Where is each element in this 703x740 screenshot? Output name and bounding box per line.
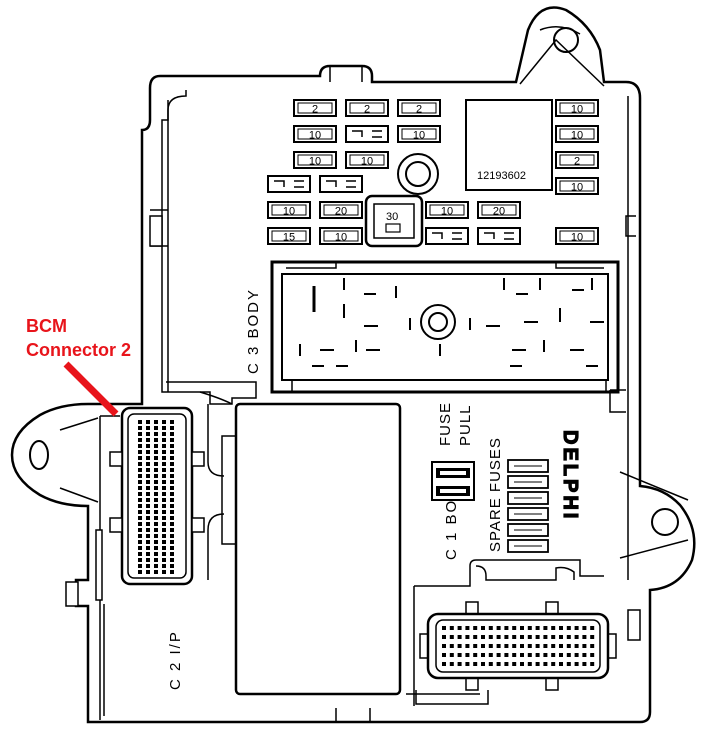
fuse-slot-empty-r4b — [319, 175, 363, 193]
fuse-r3-1-label: 10 — [361, 156, 373, 168]
fuse-slot-empty-r6a — [425, 227, 469, 245]
fuse-r5-1: 20 — [319, 201, 363, 219]
c1-body-connector — [413, 559, 617, 706]
fuse-r6-0-label: 15 — [283, 232, 295, 244]
callout-arrow — [63, 361, 119, 417]
fuse-r1-0: 2 — [293, 99, 337, 117]
fuse-r6-2: 10 — [555, 227, 599, 245]
fuse-r6-0: 15 — [267, 227, 311, 245]
part-number-box: 12193602 — [465, 99, 553, 191]
fuse-right-1-label: 10 — [571, 130, 583, 142]
spare-fuses-label: SPARE FUSES — [487, 437, 504, 552]
fuse-right-2-label: 2 — [574, 156, 580, 168]
part-number-label: 12193602 — [477, 170, 526, 182]
callout-line-2: Connector 2 — [26, 340, 131, 360]
fuse-pull-label-2: PULL — [457, 404, 474, 446]
fuse-grid: 2 2 2 10 10 10 10 10 20 10 20 15 10 10 10 10 2 10 — [267, 99, 599, 245]
c3-body-connector — [270, 260, 620, 394]
fuse-r5-1-label: 20 — [335, 206, 347, 218]
fuse-box-housing — [10, 6, 696, 724]
c3-body-label: C 3 BODY — [245, 288, 262, 374]
callout-line-1: BCM — [26, 316, 67, 336]
fuse-r3-1: 10 — [345, 151, 389, 169]
bcm-callout: BCM Connector 2 — [26, 316, 131, 417]
fuse-right-1: 10 — [555, 125, 599, 143]
fuse-slot-empty-r2 — [345, 125, 389, 143]
fuse-r6-1-label: 10 — [335, 232, 347, 244]
clip-tabs — [65, 215, 641, 641]
fuse-r6-2-label: 10 — [571, 232, 583, 244]
fuse-r2-1: 10 — [397, 125, 441, 143]
fuse-r1-0-label: 2 — [312, 104, 318, 116]
fuse-right-3: 10 — [555, 177, 599, 195]
spare-fuses — [507, 459, 549, 553]
fuse-r6-1: 10 — [319, 227, 363, 245]
fuse-r1-1: 2 — [345, 99, 389, 117]
fuse-r3-0: 10 — [293, 151, 337, 169]
fuse-r2-0: 10 — [293, 125, 337, 143]
fuse-r5-0-label: 10 — [283, 206, 295, 218]
fuse-slot-empty-r4a — [267, 175, 311, 193]
fuse-pull-label-1: FUSE — [437, 402, 454, 446]
fuse-r5-2-label: 10 — [441, 206, 453, 218]
fuse-r2-0-label: 10 — [309, 130, 321, 142]
delphi-brand: DELPHI — [559, 430, 581, 521]
fuse-r5-0: 10 — [267, 201, 311, 219]
fuse-right-0-label: 10 — [571, 104, 583, 116]
fuse-r5-3-label: 20 — [493, 206, 505, 218]
fuse-r5-3: 20 — [477, 201, 521, 219]
fuse-r1-2: 2 — [397, 99, 441, 117]
fuse-r5-2: 10 — [425, 201, 469, 219]
c2-ip-label: C 2 I/P — [167, 630, 184, 690]
fuse-right-0: 10 — [555, 99, 599, 117]
fuse-r1-2-label: 2 — [416, 104, 422, 116]
fuse-r1-1-label: 2 — [364, 104, 370, 116]
relay-30: 30 — [364, 194, 424, 248]
relay-label: 30 — [386, 211, 398, 223]
mounting-holes — [29, 27, 679, 536]
central-block — [207, 402, 402, 696]
c2-ip-connector — [109, 406, 205, 586]
fuse-puller — [431, 461, 475, 501]
fuse-right-3-label: 10 — [571, 182, 583, 194]
fuse-r3-0-label: 10 — [309, 156, 321, 168]
fuse-r2-1-label: 10 — [413, 130, 425, 142]
fuse-slot-empty-r6b — [477, 227, 521, 245]
fuse-right-2: 2 — [555, 151, 599, 169]
